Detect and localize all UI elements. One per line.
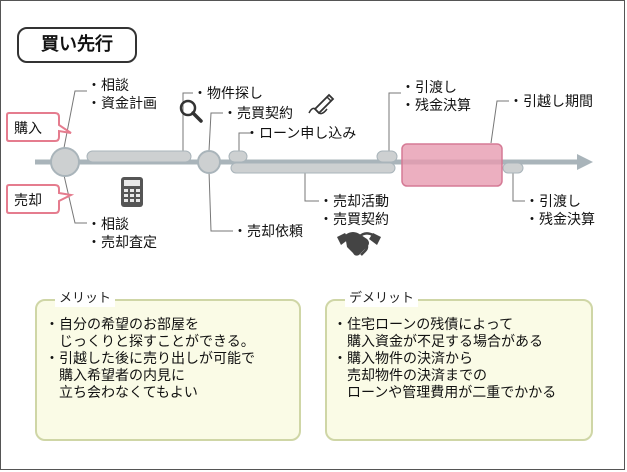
label-handover-top-line1: ・引渡し [401, 80, 457, 96]
demerit-text: ・住宅ローンの残債によって 購入資金が不足する場合がある ・購入物件の決済から … [333, 317, 556, 402]
connector-loan-apply [238, 132, 251, 151]
timeline-arrowhead [577, 154, 593, 170]
label-handover-bottom-line2: ・残金決算 [525, 212, 595, 228]
moving-period-highlight [401, 143, 503, 187]
calculator-icon [121, 177, 143, 207]
label-sale-activity-line1: ・売却活動 [319, 194, 389, 210]
connector-buy-contract [208, 112, 223, 152]
label-property-search: ・物件探し [193, 86, 263, 102]
merit-title: メリット [55, 291, 116, 307]
capsule-sale-activity [230, 162, 396, 174]
label-handover-bottom-line1: ・引渡し [525, 194, 581, 210]
merit-line: じっくりと探すことができる。 [45, 334, 255, 350]
label-consult-bottom: ・相談 ・売却査定 [87, 216, 157, 252]
capsule-handover-bottom [502, 162, 524, 174]
connector-handover-bottom [512, 173, 525, 202]
label-loan-apply: ・ローン申し込み [245, 126, 357, 142]
label-handover-top-line2: ・残金決算 [401, 98, 471, 114]
page-title: 買い先行 [17, 27, 137, 63]
label-consult-top-line2: ・資金計画 [87, 96, 157, 112]
connector-moving-period [490, 100, 509, 144]
connector-sale-request [208, 170, 233, 232]
label-consult-bottom-line1: ・相談 [87, 217, 129, 233]
merit-line: ・引越した後に売り出しが可能で [45, 351, 255, 367]
side-tag-buy [6, 112, 72, 142]
node-consult [50, 147, 80, 177]
capsule-loan-apply [228, 150, 248, 163]
connector-property-search [182, 92, 193, 151]
magnifier-icon [179, 99, 203, 123]
merit-text: ・自分の希望のお部屋を じっくりと探すことができる。 ・引越した後に売り出しが可… [45, 317, 255, 402]
side-label-buy: 購入 [14, 121, 42, 137]
handshake-icon [337, 232, 381, 256]
demerit-line: 売却物件の決済までの [333, 368, 487, 384]
label-handover-top: ・引渡し ・残金決算 [401, 79, 471, 115]
label-consult-top-line1: ・相談 [87, 78, 129, 94]
demerit-line: 購入資金が不足する場合がある [333, 334, 543, 350]
connector-sale-activity [304, 173, 319, 202]
merit-line: 立ち会わなくてもよい [45, 385, 198, 401]
label-moving-period: ・引越し期間 [509, 94, 593, 110]
timeline-diagram [35, 90, 593, 256]
demerit-line: ローンや管理費用が二重でかかる [333, 385, 557, 401]
label-handover-bottom: ・引渡し ・残金決算 [525, 193, 595, 229]
merit-line: ・自分の希望のお部屋を [45, 317, 199, 333]
capsule-property-search [86, 150, 192, 163]
side-tag-sell [6, 184, 75, 214]
capsule-handover-top [376, 150, 398, 163]
demerit-line: ・住宅ローンの残債によって [333, 317, 514, 333]
node-contract [197, 150, 221, 174]
label-sale-activity-line2: ・売買契約 [319, 212, 389, 228]
demerit-title: デメリット [345, 291, 419, 307]
label-consult-bottom-line2: ・売却査定 [87, 235, 157, 251]
label-consult-top: ・相談 ・資金計画 [87, 77, 157, 113]
merit-line: 購入希望者の内見に [45, 368, 185, 384]
side-label-sell: 売却 [14, 193, 42, 209]
demerit-line: ・購入物件の決済から [333, 351, 473, 367]
label-sale-activity: ・売却活動 ・売買契約 [319, 193, 389, 229]
label-sale-request: ・売却依頼 [233, 224, 303, 240]
pen-sign-icon [308, 93, 335, 115]
connector-lines [62, 90, 525, 232]
demerit-panel [325, 299, 593, 441]
merit-panel [35, 299, 301, 441]
connector-consult-bottom [62, 170, 87, 224]
label-buy-contract: ・売買契約 [223, 106, 293, 122]
connector-handover-top [388, 92, 401, 153]
